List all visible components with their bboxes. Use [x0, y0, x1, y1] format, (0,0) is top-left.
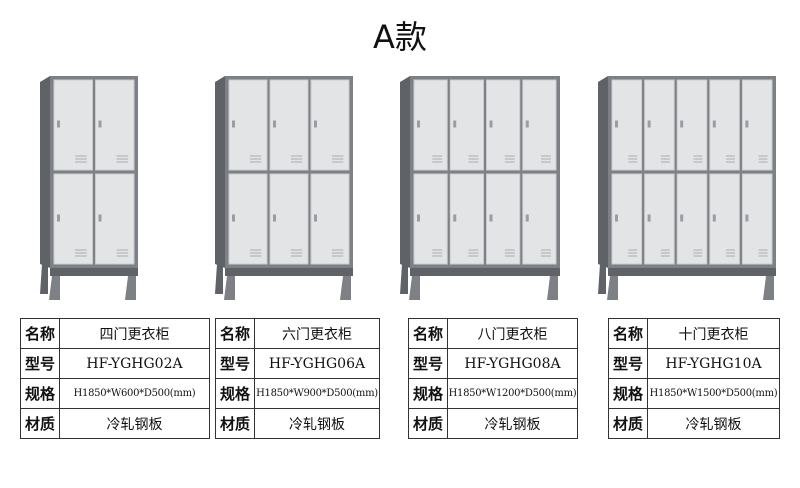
locker-door — [95, 173, 135, 265]
locker-door — [486, 79, 521, 171]
cabinet-base — [50, 268, 138, 276]
label-spec: 规格 — [20, 378, 60, 409]
locker-image-4-door — [40, 76, 138, 300]
label-material: 材质 — [608, 408, 648, 439]
label-spec: 规格 — [215, 378, 255, 409]
product-material: 冷轧钢板 — [254, 408, 380, 439]
locker-door — [676, 173, 708, 265]
locker-door — [310, 173, 350, 265]
cabinet-side-panel — [215, 76, 225, 268]
locker-door — [709, 173, 740, 265]
label-material: 材质 — [408, 408, 448, 439]
locker-door — [413, 79, 448, 171]
product-name: 十门更衣柜 — [647, 318, 780, 349]
locker-door — [228, 173, 268, 265]
locker-door — [486, 173, 521, 265]
locker-door — [741, 79, 773, 171]
locker-door — [53, 173, 93, 265]
locker-door — [522, 79, 557, 171]
label-model: 型号 — [215, 348, 255, 379]
cabinet-leg — [607, 276, 618, 300]
cabinet-leg — [125, 276, 136, 300]
locker-door — [269, 79, 309, 171]
cabinet-leg — [763, 276, 774, 300]
label-spec: 规格 — [608, 378, 648, 409]
locker-door — [413, 173, 448, 265]
cabinet-leg — [340, 276, 351, 300]
label-model: 型号 — [20, 348, 60, 379]
cabinet-leg — [215, 264, 223, 294]
locker-image-10-door — [598, 76, 776, 300]
label-model: 型号 — [608, 348, 648, 379]
locker-door — [611, 79, 643, 171]
cabinet-side-panel — [598, 76, 608, 268]
locker-door — [228, 79, 268, 171]
product-spec: H1850*W600*D500(mm) — [59, 378, 210, 409]
product-model: HF-YGHG06A — [254, 348, 380, 379]
locker-door — [522, 173, 557, 265]
product-name: 八门更衣柜 — [447, 318, 578, 349]
cabinet-side-panel — [40, 76, 50, 268]
product-spec: H1850*W1500*D500(mm) — [647, 378, 780, 409]
label-material: 材质 — [20, 408, 60, 439]
label-name: 名称 — [608, 318, 648, 349]
product-material: 冷轧钢板 — [59, 408, 210, 439]
locker-door — [310, 79, 350, 171]
cabinet-base — [225, 268, 353, 276]
cabinet-leg — [598, 264, 606, 294]
product-model: HF-YGHG02A — [59, 348, 210, 379]
label-name: 名称 — [215, 318, 255, 349]
product-spec: H1850*W1200*D500(mm) — [447, 378, 578, 409]
locker-door — [449, 173, 484, 265]
locker-door — [449, 79, 484, 171]
locker-image-8-door — [400, 76, 560, 300]
product-material: 冷轧钢板 — [447, 408, 578, 439]
product-model: HF-YGHG08A — [447, 348, 578, 379]
product-name: 四门更衣柜 — [59, 318, 210, 349]
cabinet-leg — [400, 264, 408, 294]
locker-door — [53, 79, 93, 171]
product-spec: H1850*W900*D500(mm) — [254, 378, 380, 409]
locker-door — [95, 79, 135, 171]
locker-door — [611, 173, 643, 265]
locker-image-6-door — [215, 76, 353, 300]
label-model: 型号 — [408, 348, 448, 379]
product-name: 六门更衣柜 — [254, 318, 380, 349]
label-spec: 规格 — [408, 378, 448, 409]
product-material: 冷轧钢板 — [647, 408, 780, 439]
locker-door — [709, 79, 740, 171]
cabinet-leg — [224, 276, 235, 300]
locker-door — [676, 79, 708, 171]
page-title: A款 — [373, 18, 427, 56]
cabinet-leg — [40, 264, 48, 294]
locker-door — [644, 79, 675, 171]
cabinet-base — [410, 268, 560, 276]
label-material: 材质 — [215, 408, 255, 439]
label-name: 名称 — [20, 318, 60, 349]
locker-door — [741, 173, 773, 265]
cabinet-leg — [49, 276, 60, 300]
cabinet-leg — [547, 276, 558, 300]
product-model: HF-YGHG10A — [647, 348, 780, 379]
cabinet-base — [608, 268, 776, 276]
locker-door — [269, 173, 309, 265]
cabinet-leg — [409, 276, 420, 300]
cabinet-side-panel — [400, 76, 410, 268]
locker-door — [644, 173, 675, 265]
label-name: 名称 — [408, 318, 448, 349]
